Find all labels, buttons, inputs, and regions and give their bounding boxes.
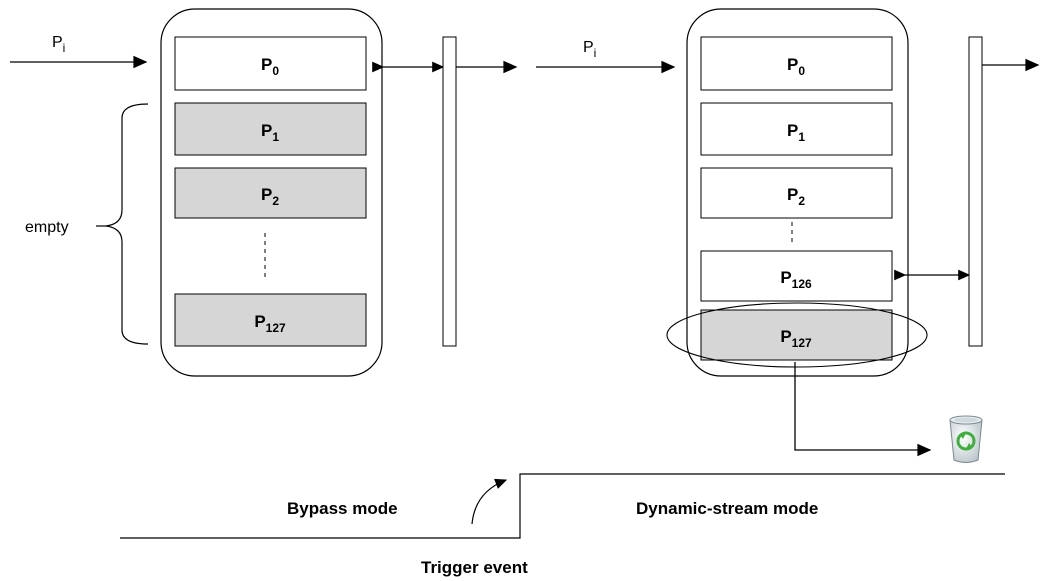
right-slot-p126: P126 [700, 250, 893, 302]
dynamic-stream-mode-label: Dynamic-stream mode [636, 499, 818, 518]
svg-text:P1: P1 [261, 121, 279, 144]
svg-text:P127: P127 [780, 327, 812, 350]
recycle-bin-icon [949, 415, 983, 463]
right-output-bar [968, 36, 983, 347]
right-slot-p0: P0 [700, 36, 893, 91]
right-input-label: Pi [583, 39, 596, 60]
right-slot-p2: P2 [700, 167, 893, 219]
svg-text:P2: P2 [261, 185, 279, 208]
right-slot-p1: P1 [700, 102, 893, 156]
svg-text:P2: P2 [787, 185, 805, 208]
trigger-curved-arrow [471, 478, 508, 525]
empty-label: empty [25, 219, 69, 236]
left-output-bar [442, 36, 457, 347]
svg-text:P126: P126 [780, 268, 812, 291]
svg-text:P127: P127 [254, 312, 286, 335]
discard-highlight-ellipse [666, 302, 928, 368]
trigger-event-label: Trigger event [421, 558, 528, 577]
bypass-mode-label: Bypass mode [287, 499, 398, 518]
empty-brace [105, 103, 149, 345]
discard-arrow [794, 362, 932, 457]
left-input-label: Pi [52, 34, 65, 55]
left-slot-p127: P127 [174, 293, 367, 347]
left-slot-p0: P0 [174, 36, 367, 91]
left-slot-p1: P1 [174, 102, 367, 156]
svg-text:P1: P1 [787, 121, 805, 144]
svg-text:P0: P0 [787, 55, 805, 78]
mode-step-line [120, 473, 1005, 539]
left-slot-p2: P2 [174, 167, 367, 219]
right-slot-p127: P127 [700, 309, 893, 361]
svg-text:P0: P0 [261, 55, 279, 78]
